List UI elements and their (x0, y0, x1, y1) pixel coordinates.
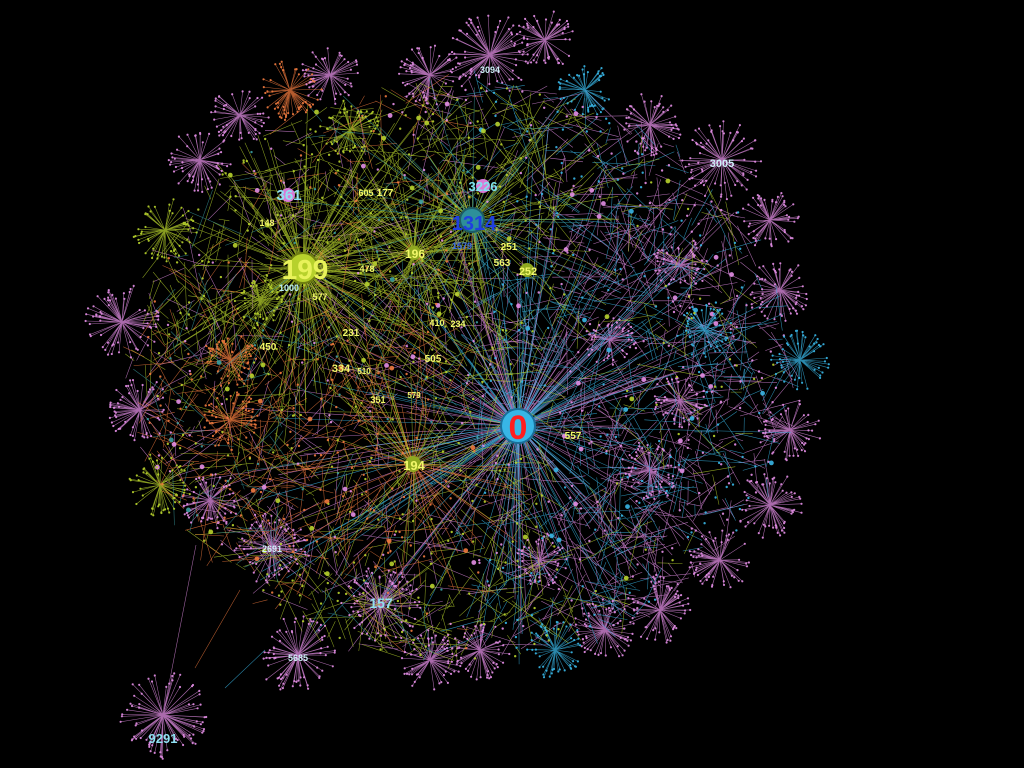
hub-node-3226[interactable] (476, 179, 490, 193)
node-label-334: 334 (332, 363, 351, 375)
node-label-361: 361 (276, 187, 301, 204)
labels-layer: 0 199 1314 3226 361 194 196 252 563 251 … (149, 65, 735, 746)
node-label-563: 563 (494, 258, 511, 269)
node-label-2691: 2691 (262, 544, 282, 554)
node-label-557: 557 (565, 431, 582, 442)
edge-bundle-3 (123, 61, 533, 669)
edge-bundle-1 (224, 66, 829, 689)
hub-nodes-layer (281, 179, 536, 472)
hub-node-361[interactable] (281, 188, 295, 202)
node-label-351: 351 (370, 395, 385, 405)
edge-bundle-4 (133, 77, 612, 661)
node-label-5685: 5685 (288, 653, 308, 663)
node-label-177: 177 (377, 188, 394, 199)
node-label-3094: 3094 (480, 65, 500, 75)
hub-node-0[interactable] (500, 408, 536, 444)
hub-node-194[interactable] (405, 456, 421, 472)
node-label-196: 196 (405, 247, 425, 261)
edge-bundle-2 (125, 80, 784, 669)
node-label-605: 605 (358, 188, 373, 198)
node-label-199: 199 (282, 254, 329, 285)
node-label-234: 234 (450, 319, 465, 329)
node-label-231: 231 (343, 328, 360, 339)
node-label-3005: 3005 (710, 158, 734, 170)
node-label-3226: 3226 (469, 179, 498, 194)
hub-node-199[interactable] (287, 252, 319, 284)
node-label-194: 194 (403, 458, 425, 473)
node-label-577: 577 (312, 292, 327, 302)
node-label-9291: 9291 (149, 731, 178, 746)
hub-node-1314[interactable] (459, 207, 485, 233)
node-label-505: 505 (425, 354, 442, 365)
node-label-450: 450 (260, 342, 277, 353)
node-label-1579: 1579 (452, 241, 472, 251)
hub-node-196[interactable] (407, 246, 421, 260)
node-label-478: 478 (359, 264, 374, 274)
node-label-1000: 1000 (279, 283, 299, 293)
node-label-252: 252 (519, 266, 537, 278)
node-label-510: 510 (357, 367, 371, 376)
node-label-410: 410 (429, 318, 444, 328)
node-label-251: 251 (501, 242, 518, 253)
node-label-579: 579 (407, 391, 421, 400)
node-label-0: 0 (509, 409, 528, 447)
node-label-1314: 1314 (452, 213, 497, 235)
hub-node-252[interactable] (520, 263, 534, 277)
node-label-157: 157 (369, 595, 393, 611)
node-label-148: 148 (259, 218, 274, 228)
